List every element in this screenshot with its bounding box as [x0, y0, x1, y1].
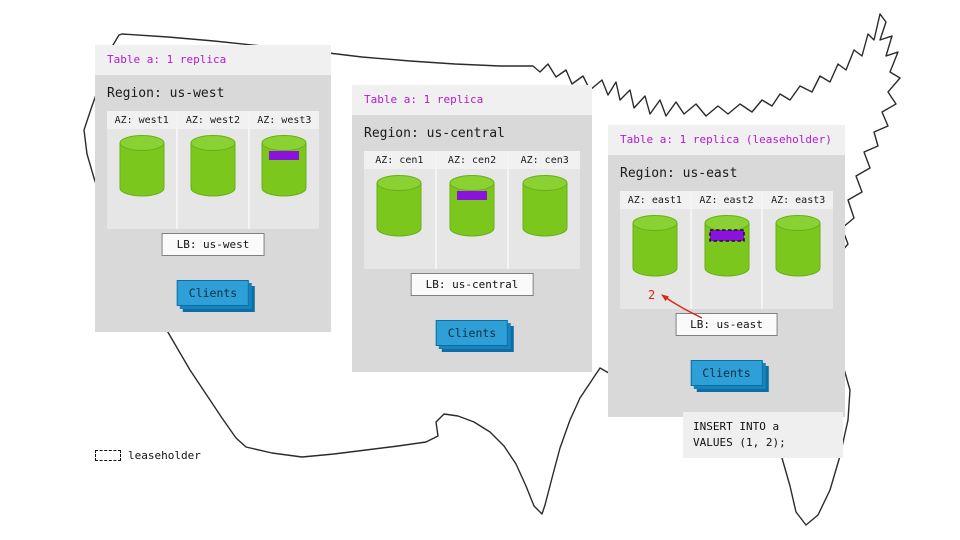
az-cell-east3: AZ: east3 [763, 191, 834, 309]
az-label: AZ: west3 [249, 111, 319, 129]
replica-cylinder [376, 175, 422, 237]
replica-cylinder [704, 215, 749, 277]
az-cell-cen1: AZ: cen1 [364, 151, 437, 269]
replica-cylinder [261, 135, 307, 197]
load-balancer-west: LB: us-west [161, 233, 265, 256]
replica-cylinder [632, 215, 678, 277]
clients-label: Clients [447, 326, 497, 340]
region-panel-us-central: Table a: 1 replica Region: us-central AZ… [352, 85, 592, 372]
replica-range-band [269, 151, 300, 160]
az-label: AZ: east2 [691, 191, 762, 209]
az-cell-east2: AZ: east2 [691, 191, 764, 309]
az-row-central: AZ: cen1 AZ: cen2 AZ: cen3 [364, 151, 581, 269]
replica-cylinder [190, 135, 236, 197]
clients-label: Clients [702, 366, 751, 380]
legend: leaseholder [95, 449, 201, 462]
az-row-east: AZ: east1 AZ: east2 AZ: east3 [620, 191, 834, 309]
clients-label: Clients [188, 286, 238, 300]
az-label: AZ: east3 [763, 191, 834, 209]
region-panel-us-west: Table a: 1 replica Region: us-west AZ: w… [95, 45, 331, 332]
panel-body-central: Region: us-central AZ: cen1 AZ: cen2 AZ:… [352, 115, 592, 372]
az-label: AZ: east1 [620, 191, 690, 209]
table-replica-label: Table a: 1 replica [364, 93, 484, 106]
clients-node-west: Clients [176, 280, 250, 306]
replica-range-band [457, 191, 487, 200]
az-label: AZ: cen3 [509, 151, 581, 169]
load-balancer-central: LB: us-central [410, 273, 534, 296]
table-replica-header-west: Table a: 1 replica [95, 45, 331, 75]
load-balancer-east: LB: us-east [675, 313, 778, 336]
leaseholder-swatch-icon [95, 450, 121, 461]
az-cell-cen3: AZ: cen3 [509, 151, 581, 269]
az-cell-west1: AZ: west1 [107, 111, 179, 229]
az-label: AZ: cen1 [364, 151, 435, 169]
table-replica-header-central: Table a: 1 replica [352, 85, 592, 115]
table-replica-label: Table a: 1 replica (leaseholder) [620, 133, 832, 146]
step-number: 2 [648, 288, 656, 302]
region-title-east: Region: us-east [620, 166, 738, 181]
lb-label: LB: us-central [425, 278, 519, 291]
panel-body-west: Region: us-west AZ: west1 AZ: west2 AZ: … [95, 75, 331, 332]
clients-node-central: Clients [435, 320, 509, 346]
replica-cylinder [522, 175, 568, 237]
az-row-west: AZ: west1 AZ: west2 AZ: west3 [107, 111, 319, 229]
az-cell-cen2: AZ: cen2 [436, 151, 510, 269]
region-panel-us-east: Table a: 1 replica (leaseholder) Region:… [608, 125, 845, 417]
replica-cylinder [775, 215, 821, 277]
az-cell-west3: AZ: west3 [249, 111, 319, 229]
leaseholder-band [708, 229, 745, 242]
legend-label: leaseholder [128, 449, 201, 462]
lb-label: LB: us-west [176, 238, 250, 251]
replica-cylinder [449, 175, 495, 237]
az-cell-west2: AZ: west2 [178, 111, 250, 229]
table-replica-header-east: Table a: 1 replica (leaseholder) [608, 125, 845, 155]
region-title-west: Region: us-west [107, 86, 225, 101]
panel-body-east: Region: us-east AZ: east1 AZ: east2 AZ: … [608, 155, 845, 417]
region-title-central: Region: us-central [364, 126, 505, 141]
az-label: AZ: west1 [107, 111, 177, 129]
sql-line-1: INSERT INTO a [693, 420, 780, 433]
lb-label: LB: us-east [690, 318, 763, 331]
replica-cylinder [119, 135, 165, 197]
sql-statement-box: INSERT INTO a VALUES (1, 2); [683, 412, 843, 458]
clients-node-east: Clients [690, 360, 763, 386]
table-replica-label: Table a: 1 replica [107, 53, 227, 66]
az-cell-east1: AZ: east1 [620, 191, 692, 309]
az-label: AZ: west2 [178, 111, 248, 129]
sql-line-2: VALUES (1, 2); [693, 436, 786, 449]
az-label: AZ: cen2 [436, 151, 508, 169]
